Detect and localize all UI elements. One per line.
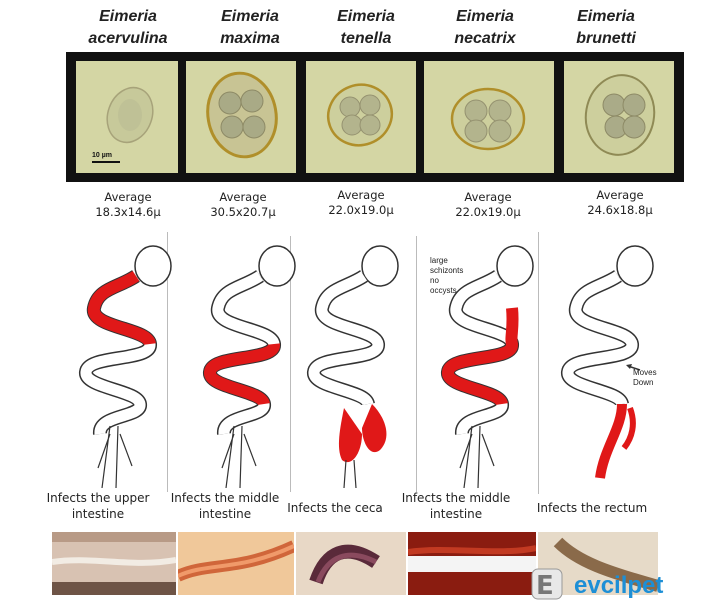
column-divider xyxy=(538,232,539,494)
oocyst-image-acervulina: 10 µm xyxy=(76,61,178,173)
species-title-brunetti: Eimeria brunetti xyxy=(546,6,666,50)
species-title-tenella: Eimeria tenella xyxy=(306,6,426,50)
genus-label: Eimeria xyxy=(99,8,157,25)
oocyst-image-maxima xyxy=(186,61,296,173)
genus-label: Eimeria xyxy=(337,8,395,25)
note-line: Down xyxy=(633,378,654,387)
oocyst-image-necatrix xyxy=(424,61,554,173)
oocyst-image-tenella xyxy=(306,61,416,173)
note-line: Moves xyxy=(633,368,657,377)
intestine-diagram-acervulina xyxy=(58,238,186,488)
lesion-photo-maxima xyxy=(178,532,294,595)
avg-value: 30.5x20.7µ xyxy=(210,205,276,219)
avg-size-necatrix: Average 22.0x19.0µ xyxy=(428,190,548,220)
species-label: acervulina xyxy=(88,30,168,47)
lesion-photo-acervulina xyxy=(52,532,176,595)
species-title-necatrix: Eimeria necatrix xyxy=(425,6,545,50)
avg-value: 24.6x18.8µ xyxy=(587,203,653,217)
avg-size-brunetti: Average 24.6x18.8µ xyxy=(560,188,680,218)
oocyst-image-brunetti xyxy=(564,61,674,173)
infects-caption-brunetti: Infects the rectum xyxy=(522,500,662,516)
column-divider xyxy=(416,236,417,492)
infects-caption-maxima: Infects the middle intestine xyxy=(155,490,295,522)
brunetti-annotation: Moves Down xyxy=(633,368,657,388)
genus-label: Eimeria xyxy=(221,8,279,25)
species-title-acervulina: Eimeria acervulina xyxy=(68,6,188,50)
infects-caption-tenella: Infects the ceca xyxy=(265,500,405,516)
lesion-photo-tenella xyxy=(296,532,406,595)
avg-label: Average xyxy=(219,190,267,204)
column-divider xyxy=(167,232,168,492)
note-line: no xyxy=(430,276,439,285)
caption-line: Infects the middle xyxy=(401,491,511,505)
note-line: occysts xyxy=(430,286,457,295)
svg-text:E: E xyxy=(536,571,554,601)
avg-value: 22.0x19.0µ xyxy=(455,205,521,219)
lesion-photo-necatrix xyxy=(408,532,536,595)
evcilpet-logo: E evcilpet xyxy=(530,567,720,601)
note-line: large xyxy=(430,256,448,265)
svg-text:evcilpet: evcilpet xyxy=(574,572,663,599)
species-label: necatrix xyxy=(454,30,516,47)
scale-bar xyxy=(92,161,120,163)
avg-size-maxima: Average 30.5x20.7µ xyxy=(183,190,303,220)
intestine-diagram-tenella xyxy=(300,238,428,488)
intestine-diagram-necatrix xyxy=(420,238,548,488)
column-divider xyxy=(290,236,291,492)
caption-line: Infects the rectum xyxy=(536,501,648,515)
caption-line: Infects the middle xyxy=(170,491,280,505)
avg-label: Average xyxy=(596,188,644,202)
caption-line: intestine xyxy=(198,507,252,521)
scale-bar-label: 10 µm xyxy=(92,152,112,159)
infects-caption-acervulina: Infects the upper intestine xyxy=(28,490,168,522)
necatrix-annotation: large schizonts no occysts xyxy=(430,256,463,296)
avg-value: 18.3x14.6µ xyxy=(95,205,161,219)
species-label: brunetti xyxy=(576,30,636,47)
avg-label: Average xyxy=(464,190,512,204)
caption-line: intestine xyxy=(71,507,125,521)
caption-line: intestine xyxy=(429,507,483,521)
caption-line: Infects the upper xyxy=(46,491,150,505)
avg-value: 22.0x19.0µ xyxy=(328,203,394,217)
avg-label: Average xyxy=(104,190,152,204)
oocyst-micrograph-strip: 10 µm xyxy=(66,52,684,182)
avg-size-acervulina: Average 18.3x14.6µ xyxy=(68,190,188,220)
infects-caption-necatrix: Infects the middle intestine xyxy=(386,490,526,522)
note-line: schizonts xyxy=(430,266,464,275)
avg-size-tenella: Average 22.0x19.0µ xyxy=(301,188,421,218)
avg-label: Average xyxy=(337,188,385,202)
genus-label: Eimeria xyxy=(456,8,514,25)
caption-line: Infects the ceca xyxy=(287,501,383,515)
genus-label: Eimeria xyxy=(577,8,635,25)
intestine-diagram-brunetti xyxy=(560,238,688,488)
intestine-diagram-maxima xyxy=(182,238,310,488)
species-label: maxima xyxy=(220,30,280,47)
species-label: tenella xyxy=(340,30,392,47)
species-title-maxima: Eimeria maxima xyxy=(190,6,310,50)
